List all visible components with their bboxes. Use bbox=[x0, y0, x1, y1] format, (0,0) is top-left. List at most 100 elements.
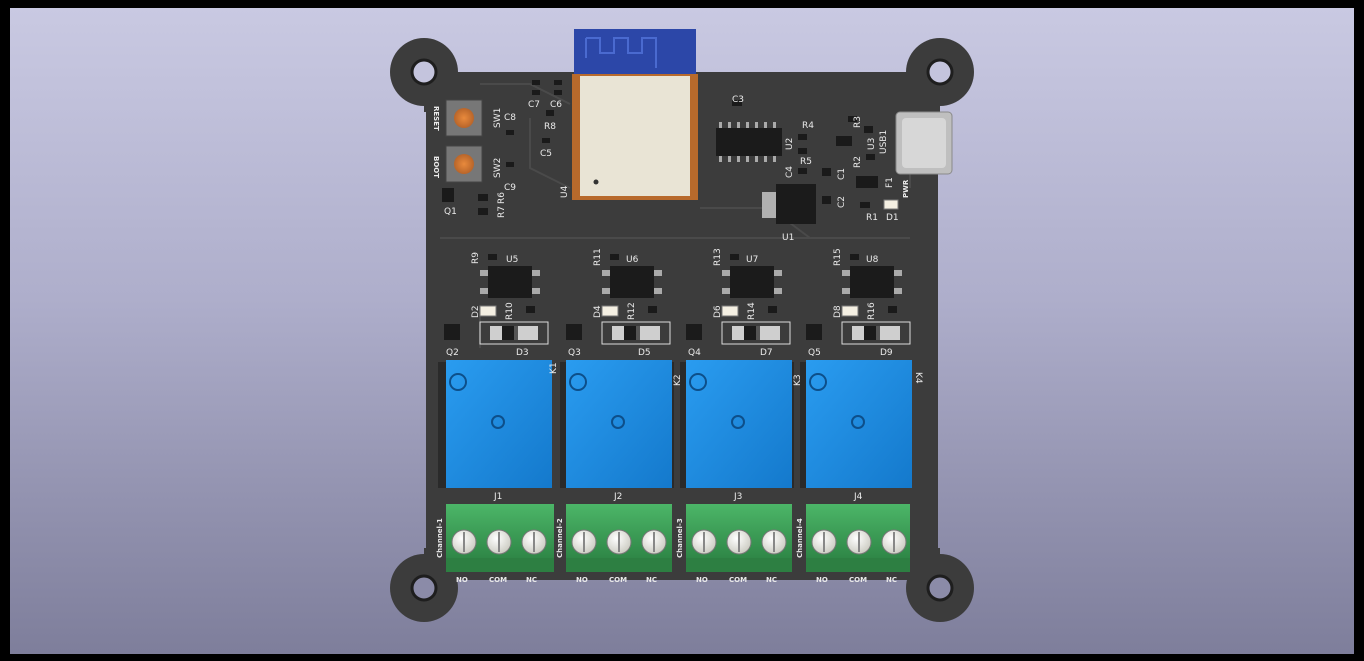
power-led bbox=[883, 199, 899, 210]
relay bbox=[560, 360, 674, 488]
ref-c4: C4 bbox=[785, 166, 795, 178]
ref-u3: U3 bbox=[867, 138, 877, 150]
channel-1 bbox=[438, 254, 554, 572]
ref-led: D2 bbox=[471, 305, 481, 318]
ref-transistor: Q2 bbox=[446, 348, 459, 358]
smd-components bbox=[442, 80, 878, 215]
regulator-u1 bbox=[762, 184, 816, 224]
ref-u4: U4 bbox=[560, 185, 570, 198]
ref-u2: U2 bbox=[785, 138, 795, 150]
ref-r-mid: R14 bbox=[747, 302, 757, 320]
ref-diode: D7 bbox=[760, 348, 773, 358]
transistor bbox=[444, 324, 460, 340]
screw-terminal bbox=[446, 504, 554, 572]
pin-label-com: COM bbox=[489, 576, 507, 584]
pin-label-nc: NC bbox=[646, 576, 657, 584]
ref-r8: R8 bbox=[544, 122, 556, 132]
ref-d1: D1 bbox=[886, 213, 899, 223]
pin-label-no: NO bbox=[456, 576, 468, 584]
esp32-module bbox=[572, 29, 698, 200]
channel-4 bbox=[800, 254, 912, 572]
ref-f1: F1 bbox=[885, 177, 895, 188]
ref-r-top: R15 bbox=[833, 248, 843, 266]
screw-terminal bbox=[806, 504, 910, 572]
silkscreen-top: RESET BOOT PWR U4 C7 C6 R8 C5 C8 C9 SW1 … bbox=[432, 95, 910, 243]
ref-r-mid: R10 bbox=[505, 302, 515, 320]
ref-c3: C3 bbox=[732, 95, 744, 105]
ref-terminal: J1 bbox=[493, 492, 502, 502]
ref-c1: C1 bbox=[837, 168, 847, 180]
terminal-channel-label: Channel-1 bbox=[436, 518, 444, 558]
mounting-hole bbox=[410, 58, 438, 86]
relay bbox=[438, 360, 552, 488]
terminal-channel-label: Channel-4 bbox=[796, 518, 804, 558]
ref-r1: R1 bbox=[866, 213, 878, 223]
flyback-diode bbox=[479, 321, 549, 345]
ref-c9: C9 bbox=[504, 183, 516, 193]
ref-u1: U1 bbox=[782, 233, 794, 243]
usb-c-connector bbox=[895, 111, 953, 175]
pcb-render: RESET BOOT PWR U4 C7 C6 R8 C5 C8 C9 SW1 … bbox=[390, 29, 974, 622]
ref-r-top: R9 bbox=[471, 252, 481, 264]
terminal-channel-label: Channel-2 bbox=[556, 518, 564, 558]
flyback-diode bbox=[841, 321, 911, 345]
ref-c7: C7 bbox=[528, 100, 540, 110]
ref-terminal: J4 bbox=[853, 492, 863, 502]
status-led bbox=[721, 305, 739, 317]
ref-r4: R4 bbox=[802, 121, 814, 131]
pin-label-com: COM bbox=[729, 576, 747, 584]
mounting-hole bbox=[926, 58, 954, 86]
flyback-diode bbox=[721, 321, 791, 345]
transistor bbox=[566, 324, 582, 340]
transistor bbox=[806, 324, 822, 340]
silkscreen-channel-1: R9 U5 D2 R10 Q2 D3 K1 J1 Channel-1 NO CO… bbox=[436, 252, 559, 584]
ref-r-mid: R16 bbox=[867, 302, 877, 320]
ref-diode: D3 bbox=[516, 348, 529, 358]
terminal-channel-label: Channel-3 bbox=[676, 518, 684, 558]
mounting-hole bbox=[410, 574, 438, 602]
ref-diode: D9 bbox=[880, 348, 893, 358]
ref-terminal: J3 bbox=[733, 492, 742, 502]
channel-3 bbox=[680, 254, 794, 572]
optocoupler-u7 bbox=[722, 266, 782, 298]
optocoupler-u6 bbox=[602, 266, 662, 298]
ref-optocoupler: U8 bbox=[866, 255, 879, 265]
ref-r7: R7 bbox=[497, 206, 507, 218]
pin-label-nc: NC bbox=[526, 576, 537, 584]
pin-label-no: NO bbox=[816, 576, 828, 584]
transistor bbox=[686, 324, 702, 340]
ref-r-mid: R12 bbox=[627, 302, 637, 320]
status-led bbox=[841, 305, 859, 317]
ref-relay: K1 bbox=[549, 362, 559, 374]
pin-label-com: COM bbox=[849, 576, 867, 584]
ref-relay: K2 bbox=[673, 374, 683, 386]
pin-label-nc: NC bbox=[766, 576, 777, 584]
ref-c8: C8 bbox=[504, 113, 516, 123]
3d-viewer-viewport[interactable]: RESET BOOT PWR U4 C7 C6 R8 C5 C8 C9 SW1 … bbox=[10, 8, 1354, 654]
ref-relay: K4 bbox=[913, 372, 923, 384]
relay bbox=[800, 360, 912, 488]
relay bbox=[680, 360, 794, 488]
pin-label-com: COM bbox=[609, 576, 627, 584]
boot-button bbox=[445, 145, 483, 183]
ref-transistor: Q5 bbox=[808, 348, 821, 358]
ref-q1: Q1 bbox=[444, 207, 457, 217]
ref-r-top: R11 bbox=[593, 248, 603, 266]
ref-sw2: SW2 bbox=[493, 158, 503, 178]
pin-label-no: NO bbox=[696, 576, 708, 584]
pin-label-nc: NC bbox=[886, 576, 897, 584]
ref-r2: R2 bbox=[853, 156, 863, 168]
ref-optocoupler: U7 bbox=[746, 255, 758, 265]
ref-r5: R5 bbox=[800, 157, 812, 167]
ref-diode: D5 bbox=[638, 348, 651, 358]
ref-led: D6 bbox=[713, 305, 723, 318]
ref-optocoupler: U5 bbox=[506, 255, 518, 265]
label-reset: RESET bbox=[432, 106, 440, 131]
ref-c2: C2 bbox=[837, 196, 847, 208]
status-led bbox=[601, 305, 619, 317]
ref-r6: R6 bbox=[497, 192, 507, 204]
ref-sw1: SW1 bbox=[493, 108, 503, 128]
optocoupler-u5 bbox=[480, 266, 540, 298]
ref-transistor: Q3 bbox=[568, 348, 581, 358]
ref-r-top: R13 bbox=[713, 248, 723, 266]
